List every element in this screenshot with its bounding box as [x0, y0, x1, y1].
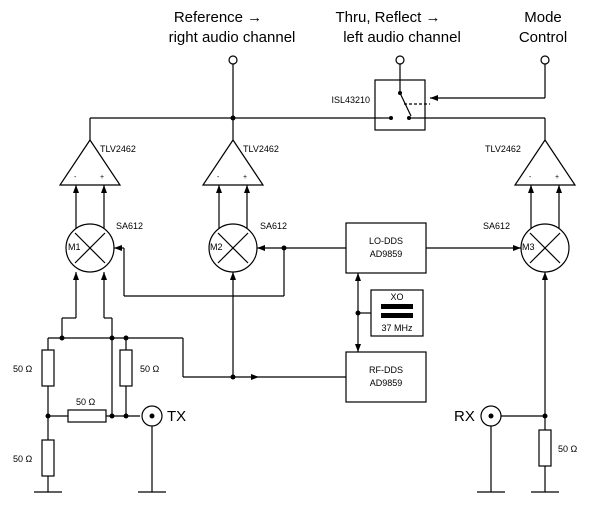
rf-line-arrow [251, 374, 259, 380]
amp-mid: - + [201, 138, 265, 186]
r-mid-upper-label: 50 Ω [140, 364, 160, 374]
jct-126-416 [123, 413, 129, 419]
xo-line1: XO [390, 292, 403, 302]
thru-label-line2: left audio channel [343, 29, 461, 46]
lo-m2-arrow [257, 245, 265, 251]
amp-mid-plus: + [243, 174, 247, 181]
amp-left: - + [58, 138, 122, 186]
mixer-m3-part: SA612 [483, 221, 510, 231]
jct-62-338 [59, 335, 65, 341]
mode-label-line2: Control [519, 29, 567, 46]
mixer-m3-label: M3 [522, 242, 535, 252]
r-horizontal-label: 50 Ω [76, 397, 96, 407]
resistor-rx [538, 429, 552, 467]
amp-mid-label: TLV2462 [243, 144, 279, 154]
lo-m3-arrow [513, 245, 521, 251]
mode-control-arrow [430, 95, 438, 101]
rf-dds-line2: AD9859 [370, 378, 403, 388]
arrow-m1b [101, 185, 107, 193]
lo-dds-block [345, 222, 427, 274]
reference-terminal [228, 55, 238, 65]
arrow-m1a [73, 185, 79, 193]
mode-control-terminal [540, 55, 550, 65]
clock-arrow-down [355, 344, 361, 352]
thru-terminal [395, 55, 405, 65]
arrow-m2b [244, 185, 250, 193]
mixer-m2: M2 [208, 223, 258, 273]
amp-mid-minus: - [217, 174, 220, 181]
m1-in-arrow-a [73, 272, 79, 280]
thru-label-line1: Thru, Reflect → [335, 9, 440, 26]
reference-junction [230, 115, 236, 121]
arrow-m3b [556, 185, 562, 193]
amp-right: - + [513, 138, 577, 186]
xo-line2: 37 MHz [381, 323, 413, 333]
rx-label: RX [454, 408, 475, 425]
mixer-m3: M3 [520, 223, 570, 273]
mixer-m1: M1 [65, 223, 115, 273]
switch-dot-right [407, 116, 411, 120]
rf-dds-block [345, 351, 427, 403]
jct-545-416 [542, 413, 548, 419]
resistor-left-upper [41, 349, 55, 387]
amp-right-label: TLV2462 [485, 144, 521, 154]
clock-arrow-up [355, 273, 361, 281]
lo-dds-line2: AD9859 [370, 249, 403, 259]
crystal-plate-bottom [381, 313, 413, 318]
resistor-horizontal [67, 409, 107, 423]
mixer-m1-label: M1 [68, 242, 81, 252]
tx-label: TX [167, 408, 186, 425]
mixer-m2-label: M2 [210, 242, 223, 252]
crystal-plate-top [381, 304, 413, 309]
resistor-left-lower [41, 439, 55, 477]
lo-dds-line1: LO-DDS [369, 236, 403, 246]
arrow-m3a [528, 185, 534, 193]
reference-label-line1: Reference → [174, 9, 262, 26]
switch-dot-left [389, 116, 393, 120]
amp-right-minus: - [529, 174, 532, 181]
rf-dds-line1: RF-DDS [369, 365, 403, 375]
amp-left-minus: - [74, 174, 77, 181]
r-left-lower-label: 50 Ω [13, 454, 33, 464]
m3-in-arrow [542, 272, 548, 280]
tx-center-pin [149, 413, 155, 419]
m1-in-arrow-b [101, 272, 107, 280]
lo-m1-arrow [114, 245, 122, 251]
rx-center-pin [488, 413, 494, 419]
mixer-m2-part: SA612 [260, 221, 287, 231]
reference-label-line2: right audio channel [169, 29, 296, 46]
amp-left-plus: + [100, 174, 104, 181]
amp-left-label: TLV2462 [100, 144, 136, 154]
mixer-m1-part: SA612 [116, 221, 143, 231]
amp-right-plus: + [555, 174, 559, 181]
resistor-mid-upper [119, 349, 133, 387]
rf-m2-arrow [230, 272, 236, 280]
r-left-upper-label: 50 Ω [13, 364, 33, 374]
arrow-m2a [216, 185, 222, 193]
isl43210-label: ISL43210 [331, 95, 370, 105]
mode-label-line1: Mode [524, 9, 562, 26]
r-rx-label: 50 Ω [558, 444, 578, 454]
